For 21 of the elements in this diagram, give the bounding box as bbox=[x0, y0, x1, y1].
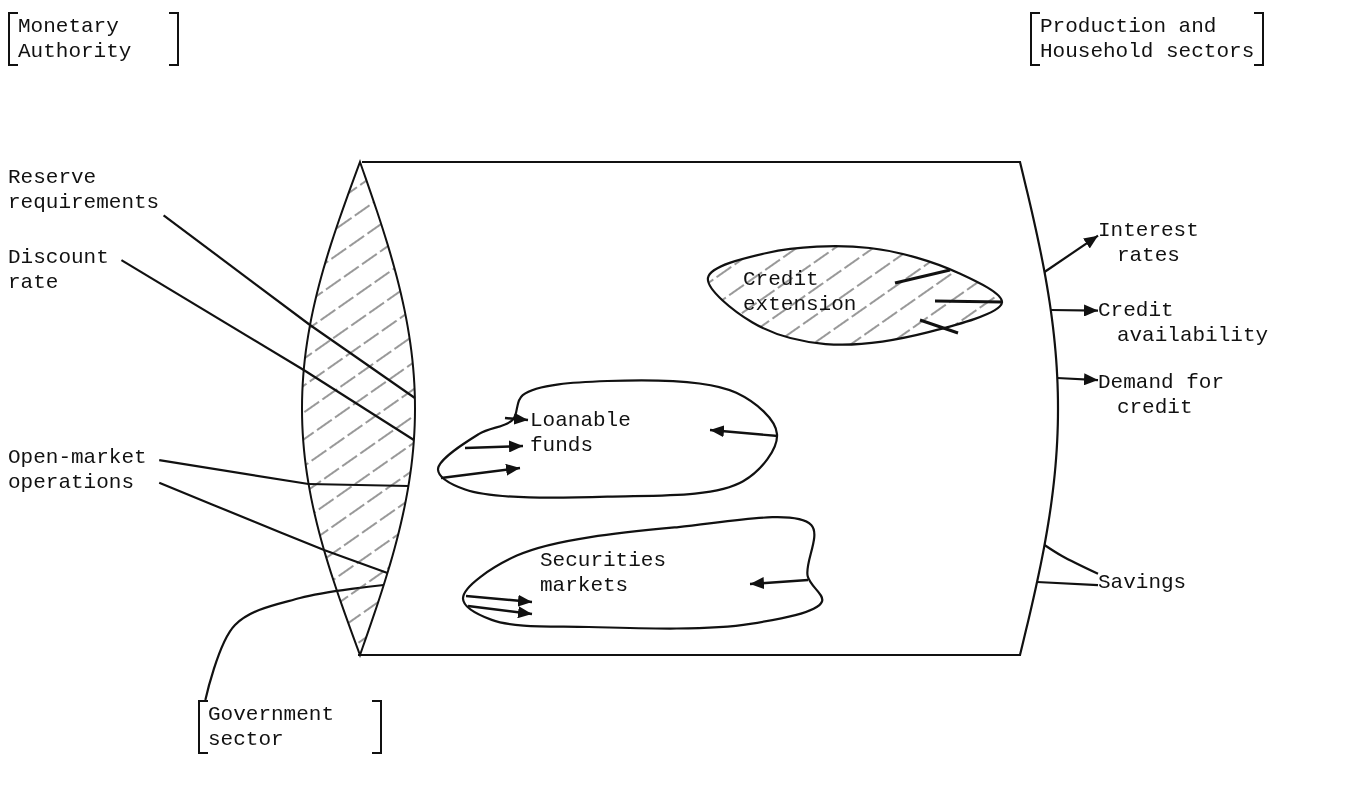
label-text: Discount rate bbox=[8, 245, 122, 296]
connector-line bbox=[162, 214, 311, 326]
arrow bbox=[1043, 234, 1099, 273]
arrow bbox=[1050, 304, 1098, 317]
label-text: Interest rates bbox=[1098, 218, 1224, 269]
arrow bbox=[1057, 373, 1099, 386]
label-text: Reserve requirements bbox=[8, 165, 172, 216]
label-text: Open-market operations bbox=[8, 445, 160, 496]
sector-label: Monetary Authority bbox=[18, 14, 133, 65]
sector-label: Government sector bbox=[208, 702, 336, 753]
blob-label: Credit extension bbox=[743, 267, 858, 318]
blob-label: Loanable funds bbox=[530, 408, 632, 459]
connector-line bbox=[159, 459, 309, 486]
sector-label: Production and Household sectors bbox=[1040, 14, 1255, 65]
blob-label: Securities markets bbox=[540, 548, 666, 599]
connector-line bbox=[1037, 580, 1099, 587]
label-text: Savings bbox=[1098, 570, 1199, 596]
connector-line bbox=[158, 481, 325, 552]
label-text: Credit availability bbox=[1098, 298, 1275, 349]
label-text: Demand for credit bbox=[1098, 370, 1237, 421]
connector-line bbox=[1043, 544, 1099, 575]
